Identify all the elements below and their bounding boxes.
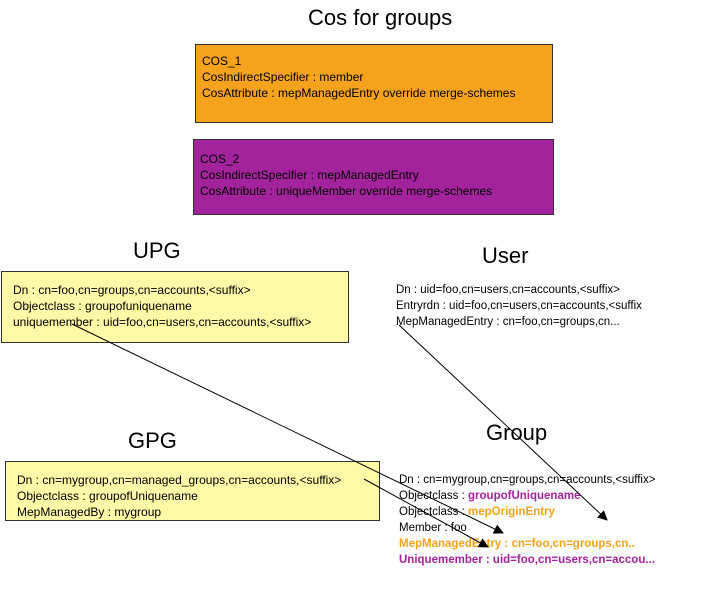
cos2-specifier: CosIndirectSpecifier : mepManagedEntry (200, 168, 419, 182)
cos2-name: COS_2 (200, 152, 240, 166)
arrow-upg-to-group-mepmanagedentry (71, 323, 504, 534)
upg-uniquemember: uniquemember : uid=foo,cn=users,cn=accou… (13, 315, 312, 329)
cos2-attribute: CosAttribute : uniqueMember override mer… (200, 184, 493, 198)
cos1-name: COS_1 (202, 54, 242, 68)
arrow-gpg-to-group-uniquemember (363, 478, 489, 548)
gpg-dn: Dn : cn=mygroup,cn=managed_groups,cn=acc… (17, 473, 342, 487)
gpg-objectclass: Objectclass : groupofUniquename (17, 489, 198, 503)
cos2-box: COS_2 CosIndirectSpecifier : mepManagedE… (193, 139, 554, 215)
group-objectclass-2-prefix: Objectclass : (399, 506, 469, 518)
group-member: Member : foo (399, 522, 467, 534)
upg-label: UPG (133, 238, 181, 263)
group-dn: Dn : cn=mygroup,cn=groups,cn=accounts,<s… (399, 474, 656, 486)
gpg-label: GPG (128, 428, 177, 453)
group-objectclass-2-value: mepOriginEntry (468, 506, 555, 518)
cos1-specifier: CosIndirectSpecifier : member (202, 70, 364, 84)
upg-dn: Dn : cn=foo,cn=groups,cn=accounts,<suffi… (13, 283, 251, 297)
gpg-box: Dn : cn=mygroup,cn=managed_groups,cn=acc… (5, 461, 380, 521)
user-entryrdn: Entryrdn : uid=foo,cn=users,cn=accounts,… (396, 300, 642, 312)
user-entry: Dn : uid=foo,cn=users,cn=accounts,<suffi… (396, 282, 686, 330)
group-uniquemember: Uniquemember : uid=foo,cn=users,cn=accou… (399, 554, 655, 566)
user-mepmanagedentry: MepManagedEntry : cn=foo,cn=groups,cn... (396, 316, 620, 328)
group-objectclass-2: Objectclass : mepOriginEntry (399, 504, 701, 520)
group-objectclass-1-prefix: Objectclass : (399, 490, 469, 502)
upg-box: Dn : cn=foo,cn=groups,cn=accounts,<suffi… (1, 271, 349, 343)
user-dn: Dn : uid=foo,cn=users,cn=accounts,<suffi… (396, 284, 620, 296)
cos1-box: COS_1 CosIndirectSpecifier : member CosA… (195, 44, 553, 123)
diagram-title: Cos for groups (308, 5, 453, 30)
group-label: Group (486, 420, 548, 445)
group-objectclass-1-value: groupofUniquename (468, 490, 581, 502)
group-mepmanagedentry: MepManagedEntry : cn=foo,cn=groups,cn.. (399, 538, 635, 550)
user-label: User (482, 243, 529, 268)
upg-objectclass: Objectclass : groupofuniquename (13, 299, 192, 313)
group-objectclass-1: Objectclass : groupofUniquename (399, 488, 701, 504)
arrow-user-to-group-objectclass (398, 324, 608, 521)
group-entry: Dn : cn=mygroup,cn=groups,cn=accounts,<s… (399, 472, 701, 568)
cos1-attribute: CosAttribute : mepManagedEntry override … (202, 86, 516, 100)
gpg-mepmanagedby: MepManagedBy : mygroup (17, 505, 162, 519)
